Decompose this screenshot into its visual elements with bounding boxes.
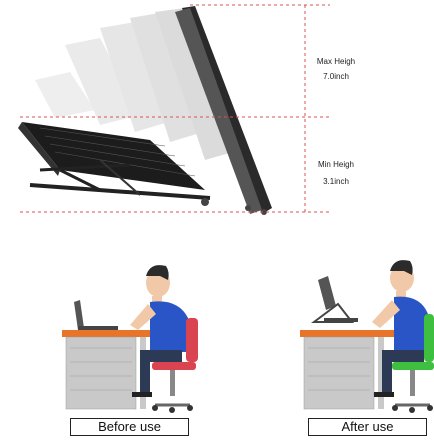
min-height-label: Min Heigh bbox=[317, 160, 354, 169]
after-use-scene bbox=[300, 260, 434, 413]
stand-base bbox=[18, 122, 267, 215]
dimension-lines bbox=[20, 4, 330, 213]
before-use-scene bbox=[62, 265, 198, 413]
min-height-value: 3.1inch bbox=[323, 177, 349, 186]
max-height-label: Max Heigh bbox=[316, 57, 356, 66]
max-height-value: 7.0inch bbox=[323, 72, 349, 81]
after-use-caption: After use bbox=[308, 418, 427, 436]
before-use-caption: Before use bbox=[70, 418, 189, 436]
